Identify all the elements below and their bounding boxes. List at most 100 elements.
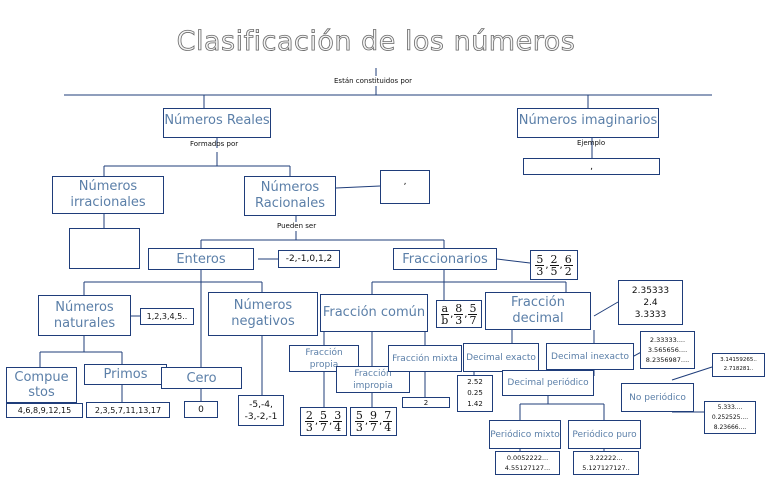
node-numeros-reales: Números Reales [163,108,271,138]
irracional-example-list: 3.14159265.. 2.718281.. [712,353,765,377]
mixto-example-list: 0.0052222... 4.55127127... [495,451,560,475]
puro-example-list: 3.22222... 5.127127127.. [573,451,639,475]
inexacto-value: 2.33333.... [649,336,686,344]
numerator: 7 [383,409,393,422]
node-fraccion-mixta: Fracción mixta [388,345,462,372]
node-fraccion-decimal: Fracción decimal [485,292,591,330]
node-fraccion-comun: Fracción común [320,294,428,332]
node-numeros-irracionales: Números irracionales [52,176,164,214]
label-formados: Formados por [190,140,239,148]
decimal-value: 2.4 [643,297,658,308]
compuestos-example: 4,6,8,9,12,15 [6,403,83,418]
decimal-value: 2.35333 [631,285,670,296]
fraction-separator: , [379,416,383,427]
label-constituidos: Están constituidos por [334,77,412,85]
numerator: 8 [454,301,464,315]
denominator: 3 [355,421,363,434]
node-primos: Primos [84,364,167,385]
denominator: 3 [536,264,544,278]
node-decimal-inexacto: Decimal inexacto [546,343,634,370]
denominator: 5 [550,264,558,278]
numerator: 2 [304,409,314,422]
numerator: 5 [319,409,328,422]
decimal-example-list: 2.35333 2.4 3.3333 [618,280,683,325]
negativos-example: -5,-4, -3,-2,-1 [238,395,284,426]
node-enteros: Enteros [148,248,254,270]
denominator: 3 [305,421,313,434]
numerator: 9 [369,409,378,422]
node-fraccion-propia: Fracción propia [289,345,359,372]
naturales-example: 1,2,3,4,5.. [140,308,194,325]
denominator: 7 [370,421,377,434]
decimal-value: 3.3333 [634,309,667,320]
node-numeros-naturales: Números naturales [38,295,131,336]
mixto-value: 0.0052222... [506,454,549,462]
denominator: 7 [469,313,477,327]
node-compuestos: Compue stos [6,367,77,403]
exacto-value: 0.25 [467,389,483,397]
node-fraccion-impropia: Fracción impropia [336,366,410,393]
label-ejemplo: Ejemplo [577,139,606,147]
page-title: Clasificación de los números [176,26,576,58]
fraction-separator: , [464,308,468,320]
fraction-separator: , [329,416,333,427]
mixta-example: 2 [402,397,450,408]
cero-example: 0 [184,401,218,418]
numerator: 5 [535,252,545,266]
primos-example: 2,3,5,7,11,13,17 [86,402,170,418]
puro-value: 3.22222... [589,454,623,462]
fraction-separator: , [314,416,318,427]
exacto-value: 1.42 [467,400,483,408]
irracional-value: 2.718281.. [723,366,754,372]
node-decimal-periodico: Decimal periódico [502,370,594,396]
numerator: 6 [563,252,573,266]
denominator: 4 [334,421,342,434]
node-numeros-racionales: Números Racionales [244,176,336,216]
inexacto-value: 3.565656.... [647,346,688,354]
node-decimal-exacto: Decimal exacto [463,343,539,372]
no-periodico-value: 8.23666.... [713,423,747,431]
enteros-example: -2,-1,0,1,2 [278,250,340,268]
no-periodico-example-list: 5.333.... 0.252525.... 8.23666.... [704,401,756,434]
fraction-separator: , [450,308,454,320]
denominator: 3 [455,313,463,327]
denominator: 4 [384,421,392,434]
no-periodico-value: 5.333.... [717,403,743,411]
node-numeros-negativos: Números negativos [208,292,318,336]
fraction-separator: , [364,416,368,427]
exacto-value: 2.52 [467,378,483,386]
node-numeros-imaginarios: Números imaginarios [517,108,659,138]
node-cero: Cero [161,367,242,389]
numerator: 3 [333,409,343,422]
fraction-separator: , [545,259,549,271]
inexacto-example-list: 2.33333.... 3.565656.... 8.2356987.... [640,331,695,369]
denominator: 7 [320,421,327,434]
inexacto-value: 8.2356987.... [645,356,690,364]
irracionales-example-box [69,228,140,269]
node-periodico-mixto: Periódico mixto [489,420,561,449]
imaginarios-example-box: , [523,158,660,175]
irracional-value: 3.14159265.. [720,357,757,363]
numerator: 2 [549,252,559,266]
fraction-separator: , [559,259,563,271]
puro-value: 5.127127127.. [582,464,630,472]
numerator: a [440,301,450,315]
numerator: 5 [468,301,478,315]
exacto-example-list: 2.52 0.25 1.42 [457,375,493,412]
